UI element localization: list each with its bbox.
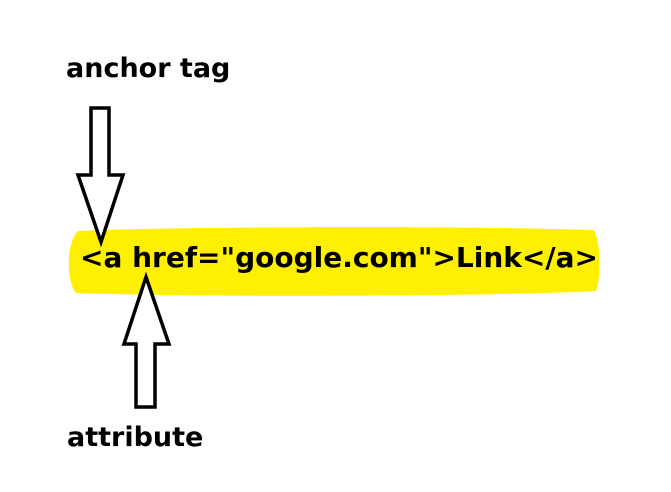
attribute-label: attribute bbox=[67, 422, 204, 453]
up-arrow-shape bbox=[121, 271, 172, 409]
down-arrow-shape bbox=[75, 106, 126, 248]
anchor-tag-label: anchor tag bbox=[66, 53, 231, 84]
code-snippet: <a href="google.com">Link</a> bbox=[80, 241, 598, 274]
yellow-highlight bbox=[68, 227, 600, 296]
highlight-shape bbox=[68, 227, 600, 296]
